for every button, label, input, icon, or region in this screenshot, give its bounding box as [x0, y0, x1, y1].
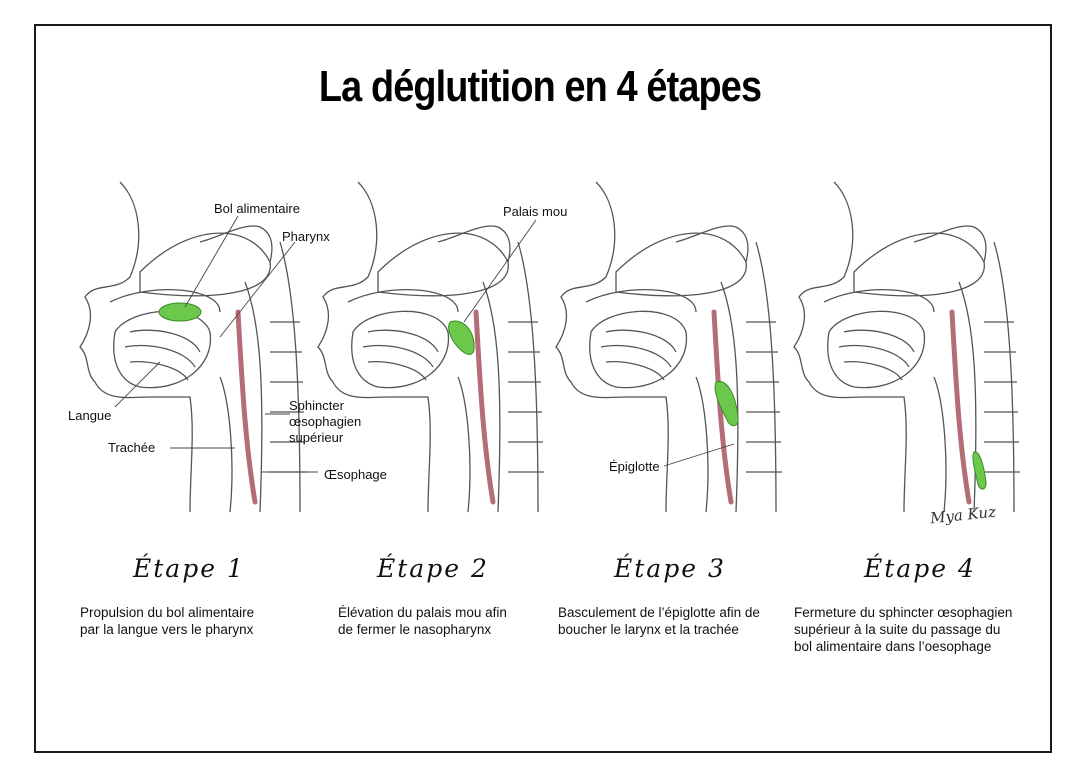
step-3-description: Basculement de l’épiglotte afin de bouch…: [558, 604, 760, 638]
step-2-line-2: de fermer le nasopharynx: [338, 622, 492, 637]
oesophagus-4: [949, 309, 972, 505]
bolus-3: [714, 381, 739, 427]
oesophagus-1: [235, 309, 258, 505]
diagram-step-3: [546, 181, 796, 522]
step-4-line-2: supérieur à la suite du passage du: [794, 622, 1001, 637]
label-sphincter-2: œsophagien: [289, 414, 362, 429]
label-sphincter-1: Sphincter: [289, 398, 344, 413]
bolus-2: [448, 320, 475, 355]
step-2-heading: Étape 2: [377, 554, 489, 583]
oesophagus-2: [473, 309, 496, 505]
head-illustration-3: [555, 181, 782, 513]
step-4-description: Fermeture du sphincter œsophagien supéri…: [794, 604, 1012, 655]
step-4-heading: Étape 4: [864, 554, 976, 583]
step-4-line-1: Fermeture du sphincter œsophagien: [794, 605, 1013, 620]
step-1-heading: Étape 1: [133, 554, 245, 583]
label-langue: Langue: [68, 408, 112, 423]
label-epiglotte: Épiglotte: [609, 459, 660, 474]
step-4-line-3: bol alimentaire dans l’oesophage: [794, 639, 992, 654]
bolus-4: [972, 451, 987, 490]
label-bol-alimentaire: Bol alimentaire: [214, 201, 300, 216]
label-palais-mou: Palais mou: [503, 204, 568, 219]
oesophagus-3: [711, 309, 734, 505]
step-2-line-1: Élévation du palais mou afin: [338, 605, 507, 620]
step-3-line-1: Basculement de l’épiglotte afin de: [558, 605, 760, 620]
head-illustration-1: [79, 181, 318, 513]
label-oesophage: Œsophage: [324, 467, 387, 482]
diagram-step-2: [308, 181, 558, 522]
label-sphincter-3: supérieur: [289, 430, 344, 445]
step-1-description: Propulsion du bol alimentaire par la lan…: [80, 604, 254, 638]
bolus-1: [158, 302, 202, 322]
head-illustration-4: [793, 181, 1020, 513]
poster-frame: [34, 24, 1052, 753]
head-illustration-2: [317, 181, 544, 513]
step-3-line-2: boucher le larynx et la trachée: [558, 622, 739, 637]
step-2-description: Élévation du palais mou afin de fermer l…: [338, 604, 507, 638]
step-1-line-2: par la langue vers le pharynx: [80, 622, 254, 637]
label-trachee: Trachée: [108, 440, 156, 455]
page-title: La déglutition en 4 étapes: [318, 62, 762, 111]
diagram-step-1: [70, 181, 320, 522]
step-3-heading: Étape 3: [614, 554, 726, 583]
diagram-step-4: [784, 181, 1034, 522]
label-pharynx: Pharynx: [282, 229, 330, 244]
step-1-line-1: Propulsion du bol alimentaire: [80, 605, 255, 620]
